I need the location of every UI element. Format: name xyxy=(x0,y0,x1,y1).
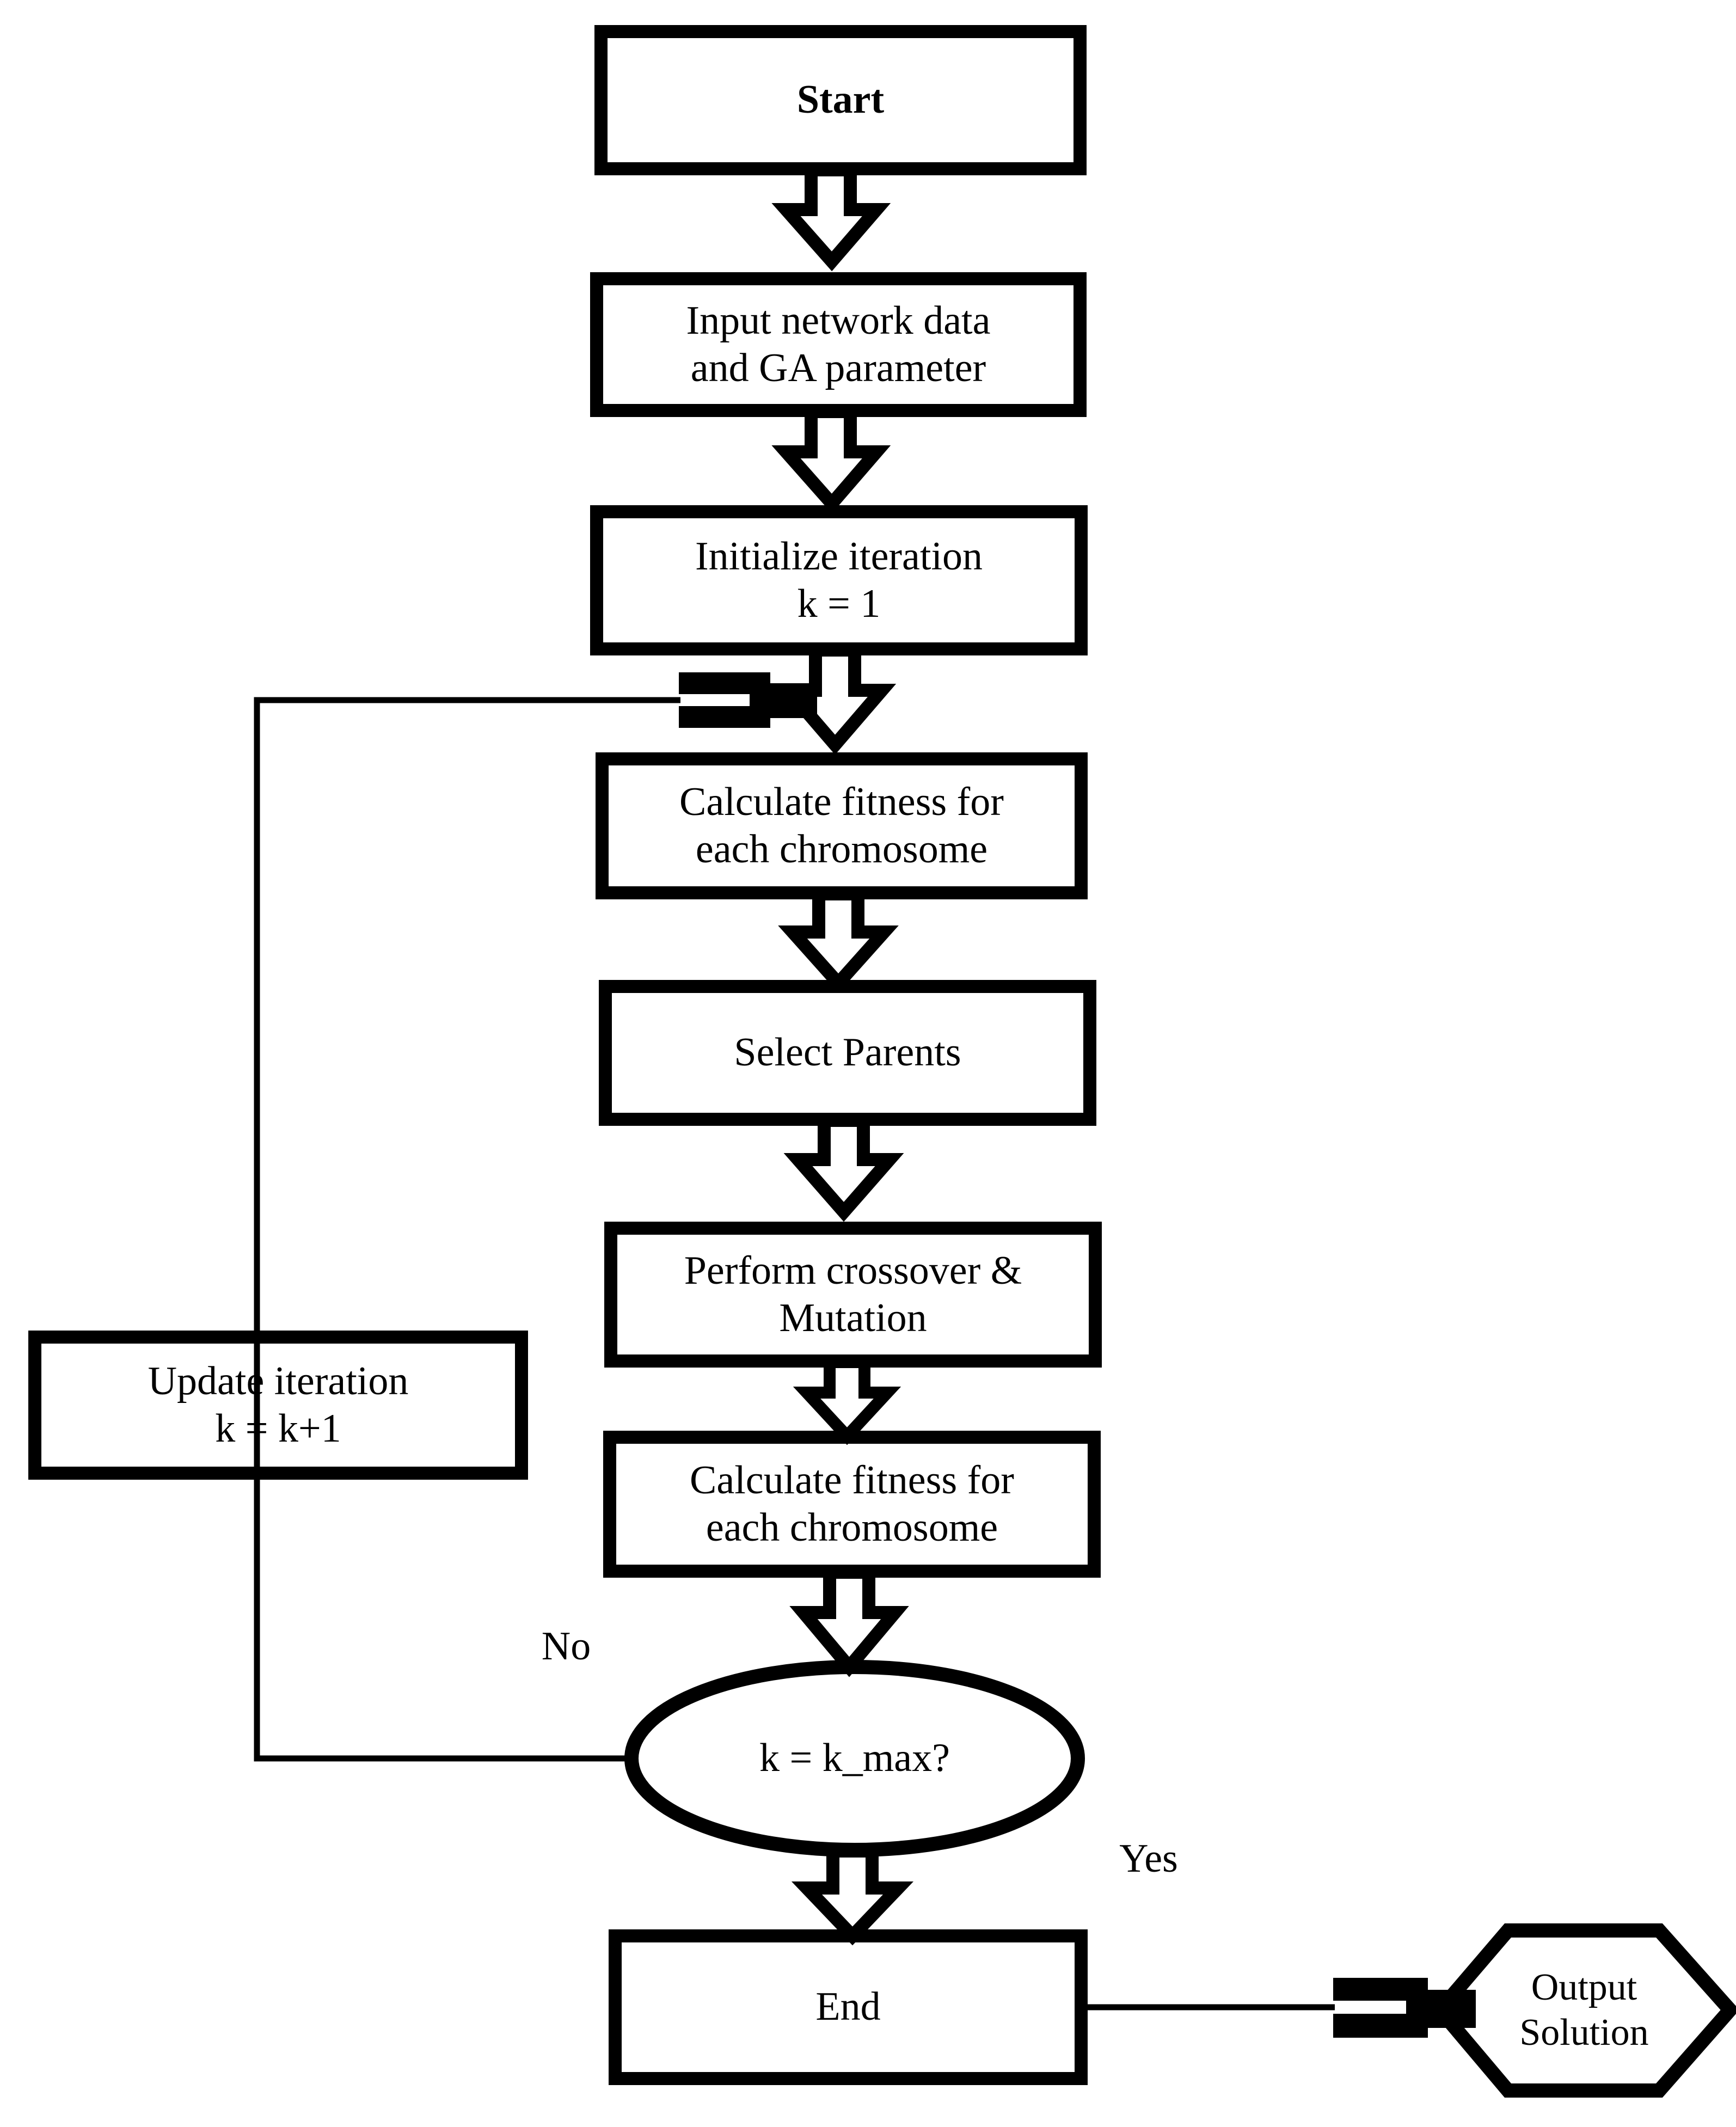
node-input-shape[interactable] xyxy=(590,272,1087,417)
arrowhead-output xyxy=(1333,1978,1476,2038)
arrowhead-loopback-merge xyxy=(679,672,817,728)
node-crossover-shape[interactable] xyxy=(604,1222,1102,1368)
node-end-shape[interactable] xyxy=(609,1929,1088,2085)
node-fitness2-shape[interactable] xyxy=(603,1431,1101,1578)
node-start-shape[interactable] xyxy=(594,25,1087,175)
node-update-shape[interactable] xyxy=(28,1331,528,1480)
node-select-shape[interactable] xyxy=(599,980,1096,1126)
arrow-fitness2-to-decision xyxy=(789,1566,909,1677)
arrow-start-to-input xyxy=(771,163,891,272)
arrow-input-to-initialize xyxy=(771,405,891,514)
node-decision-shape[interactable] xyxy=(624,1660,1085,1857)
arrow-fitness1-to-select xyxy=(778,887,899,994)
arrow-decision-to-end xyxy=(791,1844,914,1946)
node-output-shape[interactable] xyxy=(1430,1923,1736,2098)
arrow-select-to-crossover xyxy=(783,1114,904,1222)
edge-no-loopback xyxy=(254,697,680,1762)
arrow-crossover-to-fitness2 xyxy=(793,1356,901,1445)
node-fitness1-shape[interactable] xyxy=(596,752,1088,899)
node-initialize-shape[interactable] xyxy=(590,505,1088,655)
